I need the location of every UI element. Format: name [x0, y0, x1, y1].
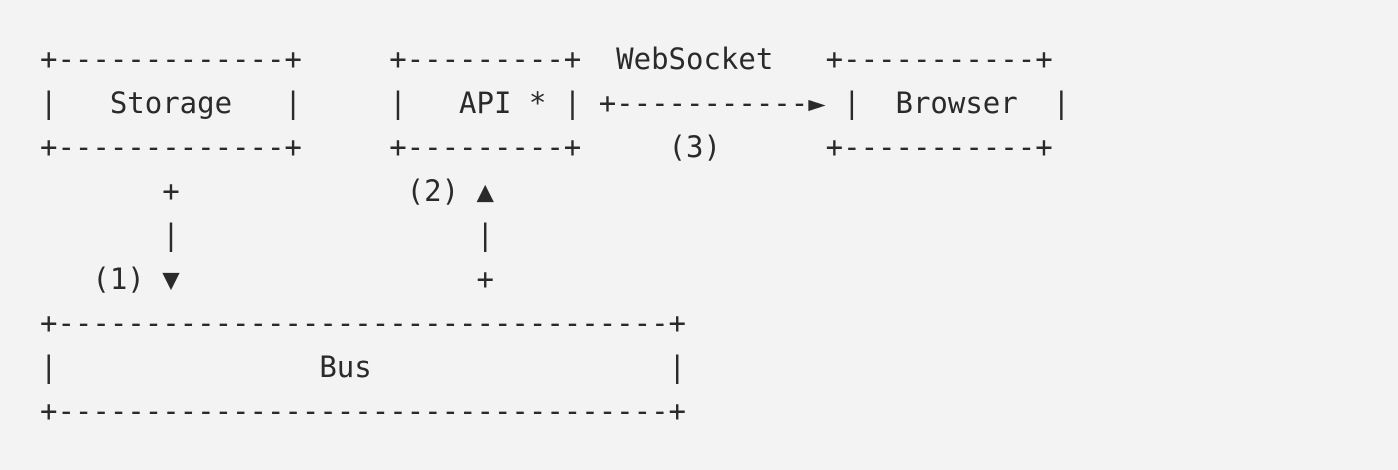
diagram-line: (1) ▼ +	[40, 262, 494, 296]
ascii-architecture-diagram: +-------------+ +---------+ WebSocket +-…	[40, 37, 1070, 433]
diagram-line: +-------------+ +---------+ (3) +-------…	[40, 130, 1053, 164]
diagram-line: +-------------+ +---------+ WebSocket +-…	[40, 42, 1053, 76]
diagram-line: +-----------------------------------+	[40, 306, 687, 340]
diagram-line: | |	[40, 218, 494, 252]
diagram-line: | Bus |	[40, 350, 687, 384]
diagram-line: | Storage | | API * | +-----------► | Br…	[40, 86, 1071, 120]
diagram-line: + (2) ▲	[40, 174, 494, 208]
diagram-line: +-----------------------------------+	[40, 394, 687, 428]
